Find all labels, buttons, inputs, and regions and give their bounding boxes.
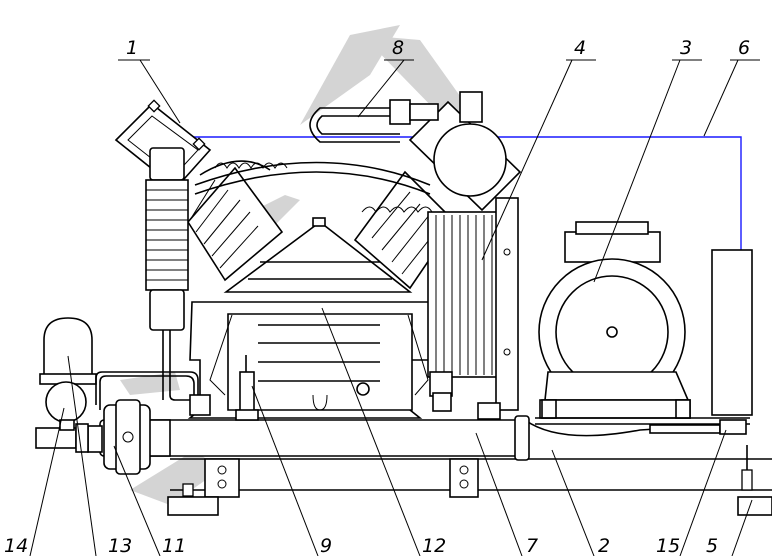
intercooler-left: [145, 147, 189, 331]
callout-8: 8: [392, 37, 404, 59]
callout-3: 3: [680, 37, 692, 59]
callout-9: 9: [320, 535, 332, 556]
callout-1: 1: [126, 37, 138, 59]
callout-4: 4: [574, 37, 586, 59]
valve-13-14: [39, 317, 97, 431]
cabinet-right: [535, 249, 753, 435]
arc-shroud: [194, 161, 431, 195]
head-right: [309, 91, 522, 212]
left-cylinder: [187, 160, 288, 282]
callout-12: 12: [422, 535, 446, 556]
callout-6: 6: [738, 37, 750, 59]
callout-15: 15: [656, 535, 680, 556]
leader-lines: [29, 59, 760, 557]
callout-5: 5: [706, 535, 718, 556]
callout-13: 13: [108, 535, 132, 556]
motor-3: [538, 221, 691, 419]
callout-11: 11: [162, 535, 186, 556]
callout-labels: 1 8 4 3 6 14 13 11 9 12 7 2 15 5: [4, 37, 750, 557]
callout-14: 14: [4, 535, 28, 556]
base-frame: [167, 419, 772, 516]
pipe-6-blue: [190, 136, 742, 250]
receiver-tube: [35, 415, 530, 461]
callout-2: 2: [598, 535, 610, 556]
cylinder-plate: [223, 217, 413, 293]
filter-11: [103, 399, 151, 475]
aftercooler-4: [427, 197, 519, 420]
crankcase: [187, 301, 431, 419]
callout-7: 7: [526, 535, 538, 556]
